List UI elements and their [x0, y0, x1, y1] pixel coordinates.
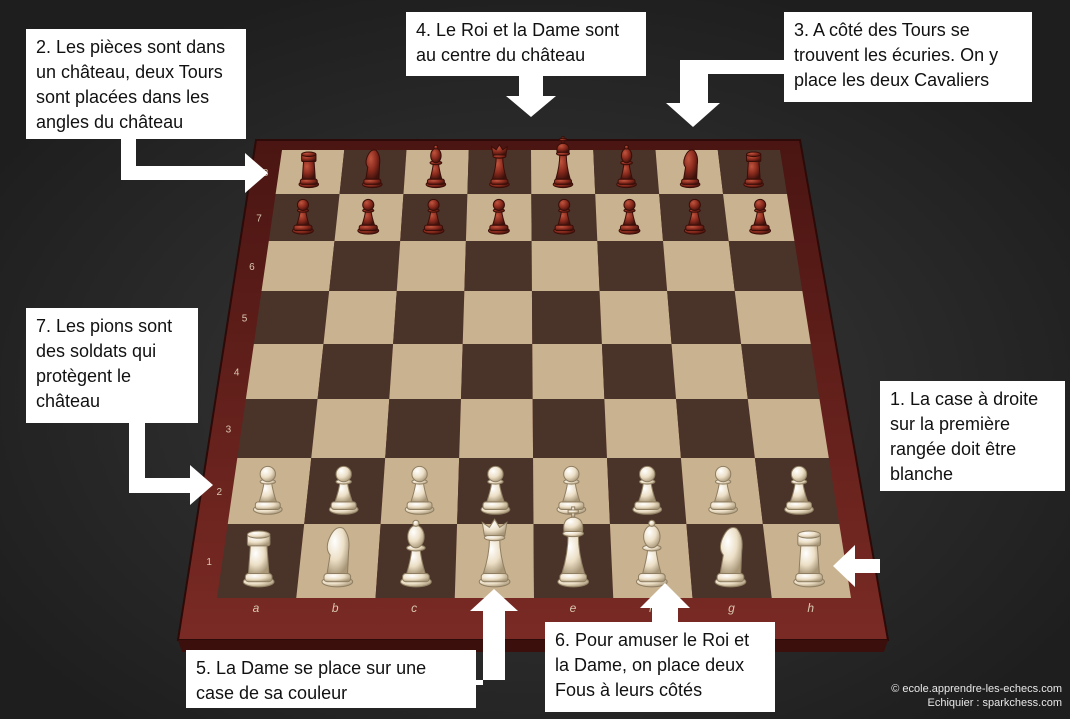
square-g4 — [672, 344, 748, 399]
rank-label: 4 — [234, 368, 240, 379]
callout-2-rooks-castle: 2. Les pièces sont dans un château, deux… — [26, 29, 246, 139]
square-f4 — [602, 344, 676, 399]
square-f5 — [600, 291, 672, 344]
copyright-credit: © ecole.apprendre-les-echecs.com — [891, 683, 1062, 695]
board-credit: Echiquier : sparkchess.com — [928, 697, 1063, 709]
square-c5 — [393, 291, 464, 344]
rank-label: 3 — [226, 425, 232, 436]
square-b5 — [323, 291, 396, 344]
square-h5 — [735, 291, 811, 344]
square-h3 — [748, 399, 829, 458]
square-g5 — [667, 291, 741, 344]
square-a5 — [254, 291, 329, 344]
callout-6-bishops: 6. Pour amuser le Roi et la Dame, on pla… — [545, 622, 775, 712]
square-h4 — [741, 344, 819, 399]
callout-5-queen-color: 5. La Dame se place sur une case de sa c… — [186, 650, 476, 708]
square-c3 — [385, 399, 461, 458]
square-c6 — [397, 241, 466, 291]
callout-3-knights-stables: 3. A côté des Tours se trouvent les écur… — [784, 12, 1032, 102]
square-e3 — [533, 399, 607, 458]
rank-label: 7 — [256, 214, 262, 225]
square-a3 — [237, 399, 317, 458]
rank-label: 6 — [249, 262, 255, 273]
square-d4 — [461, 344, 533, 399]
square-e6 — [532, 241, 600, 291]
square-g6 — [663, 241, 735, 291]
square-h6 — [729, 241, 803, 291]
square-f6 — [597, 241, 667, 291]
square-c4 — [389, 344, 462, 399]
rank-label: 2 — [217, 487, 223, 498]
square-b6 — [329, 241, 400, 291]
file-label: c — [411, 601, 417, 615]
file-label: a — [253, 601, 260, 615]
callout-4-king-queen-center: 4. Le Roi et la Dame sont au centre du c… — [406, 12, 646, 76]
callout-7-pawns: 7. Les pions sont des soldats qui protèg… — [26, 308, 198, 423]
square-e4 — [532, 344, 604, 399]
callout-1-right-square: 1. La case à droite sur la première rang… — [880, 381, 1065, 491]
square-b4 — [318, 344, 394, 399]
square-e5 — [532, 291, 602, 344]
square-g3 — [676, 399, 755, 458]
square-b3 — [311, 399, 389, 458]
square-a4 — [246, 344, 324, 399]
rank-label: 1 — [206, 557, 212, 568]
square-d5 — [463, 291, 533, 344]
square-d6 — [464, 241, 532, 291]
square-d3 — [459, 399, 533, 458]
square-f3 — [604, 399, 681, 458]
file-label: b — [332, 601, 339, 615]
file-label: h — [807, 601, 814, 615]
file-label: e — [570, 601, 577, 615]
file-label: g — [728, 601, 735, 615]
rank-label: 5 — [242, 314, 248, 325]
square-a6 — [262, 241, 335, 291]
